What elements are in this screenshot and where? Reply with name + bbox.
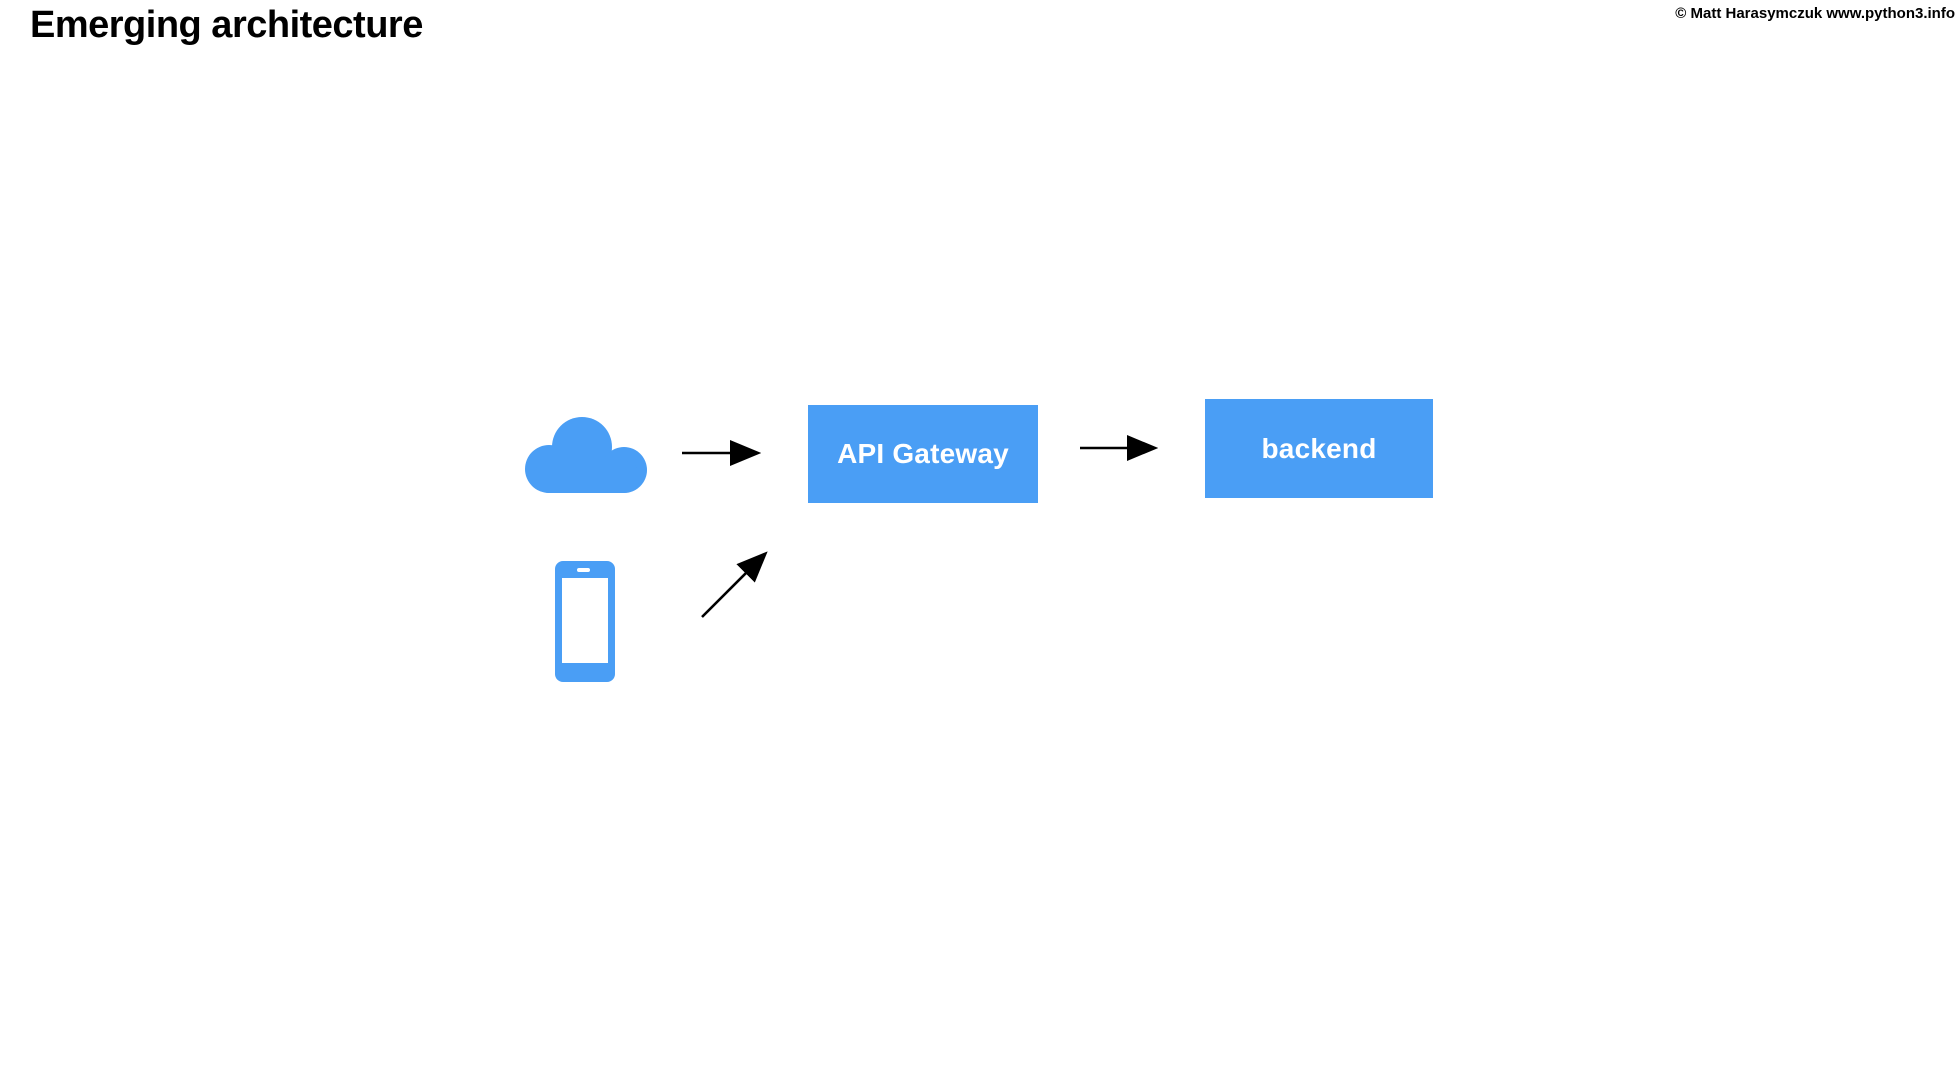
node-api-gateway-label: API Gateway (837, 438, 1009, 469)
copyright-text: © Matt Harasymczuk www.python3.info (1675, 5, 1955, 22)
smartphone-icon (555, 561, 615, 682)
arrow-phone-to-api-gateway (701, 551, 768, 618)
node-api-gateway: API Gateway (808, 405, 1038, 503)
node-backend-label: backend (1261, 432, 1377, 464)
page-title: Emerging architecture (30, 4, 423, 46)
cloud-icon (525, 417, 647, 493)
node-backend: backend (1205, 399, 1433, 498)
